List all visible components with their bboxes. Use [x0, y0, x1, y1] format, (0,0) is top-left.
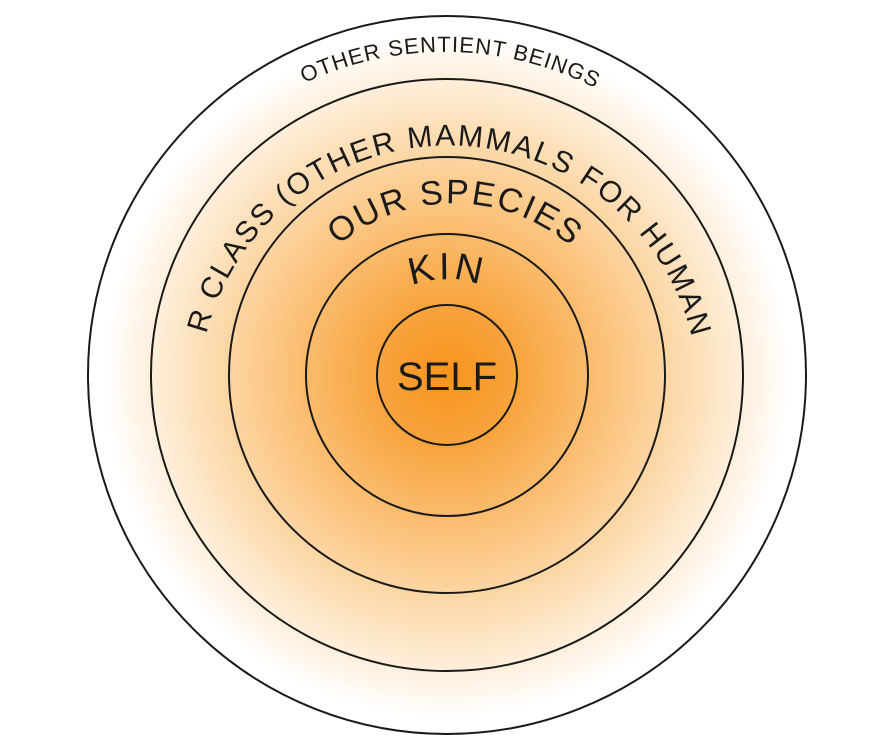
ring-other-sentient-beings — [87, 15, 807, 735]
ring-our-class — [150, 78, 744, 672]
ring-kin — [305, 233, 589, 517]
label-self: SELF — [397, 355, 497, 399]
label-kin: KIN — [404, 246, 489, 294]
ring-our-species — [228, 156, 666, 594]
ring-self — [376, 304, 518, 446]
glow-fill — [88, 16, 806, 734]
